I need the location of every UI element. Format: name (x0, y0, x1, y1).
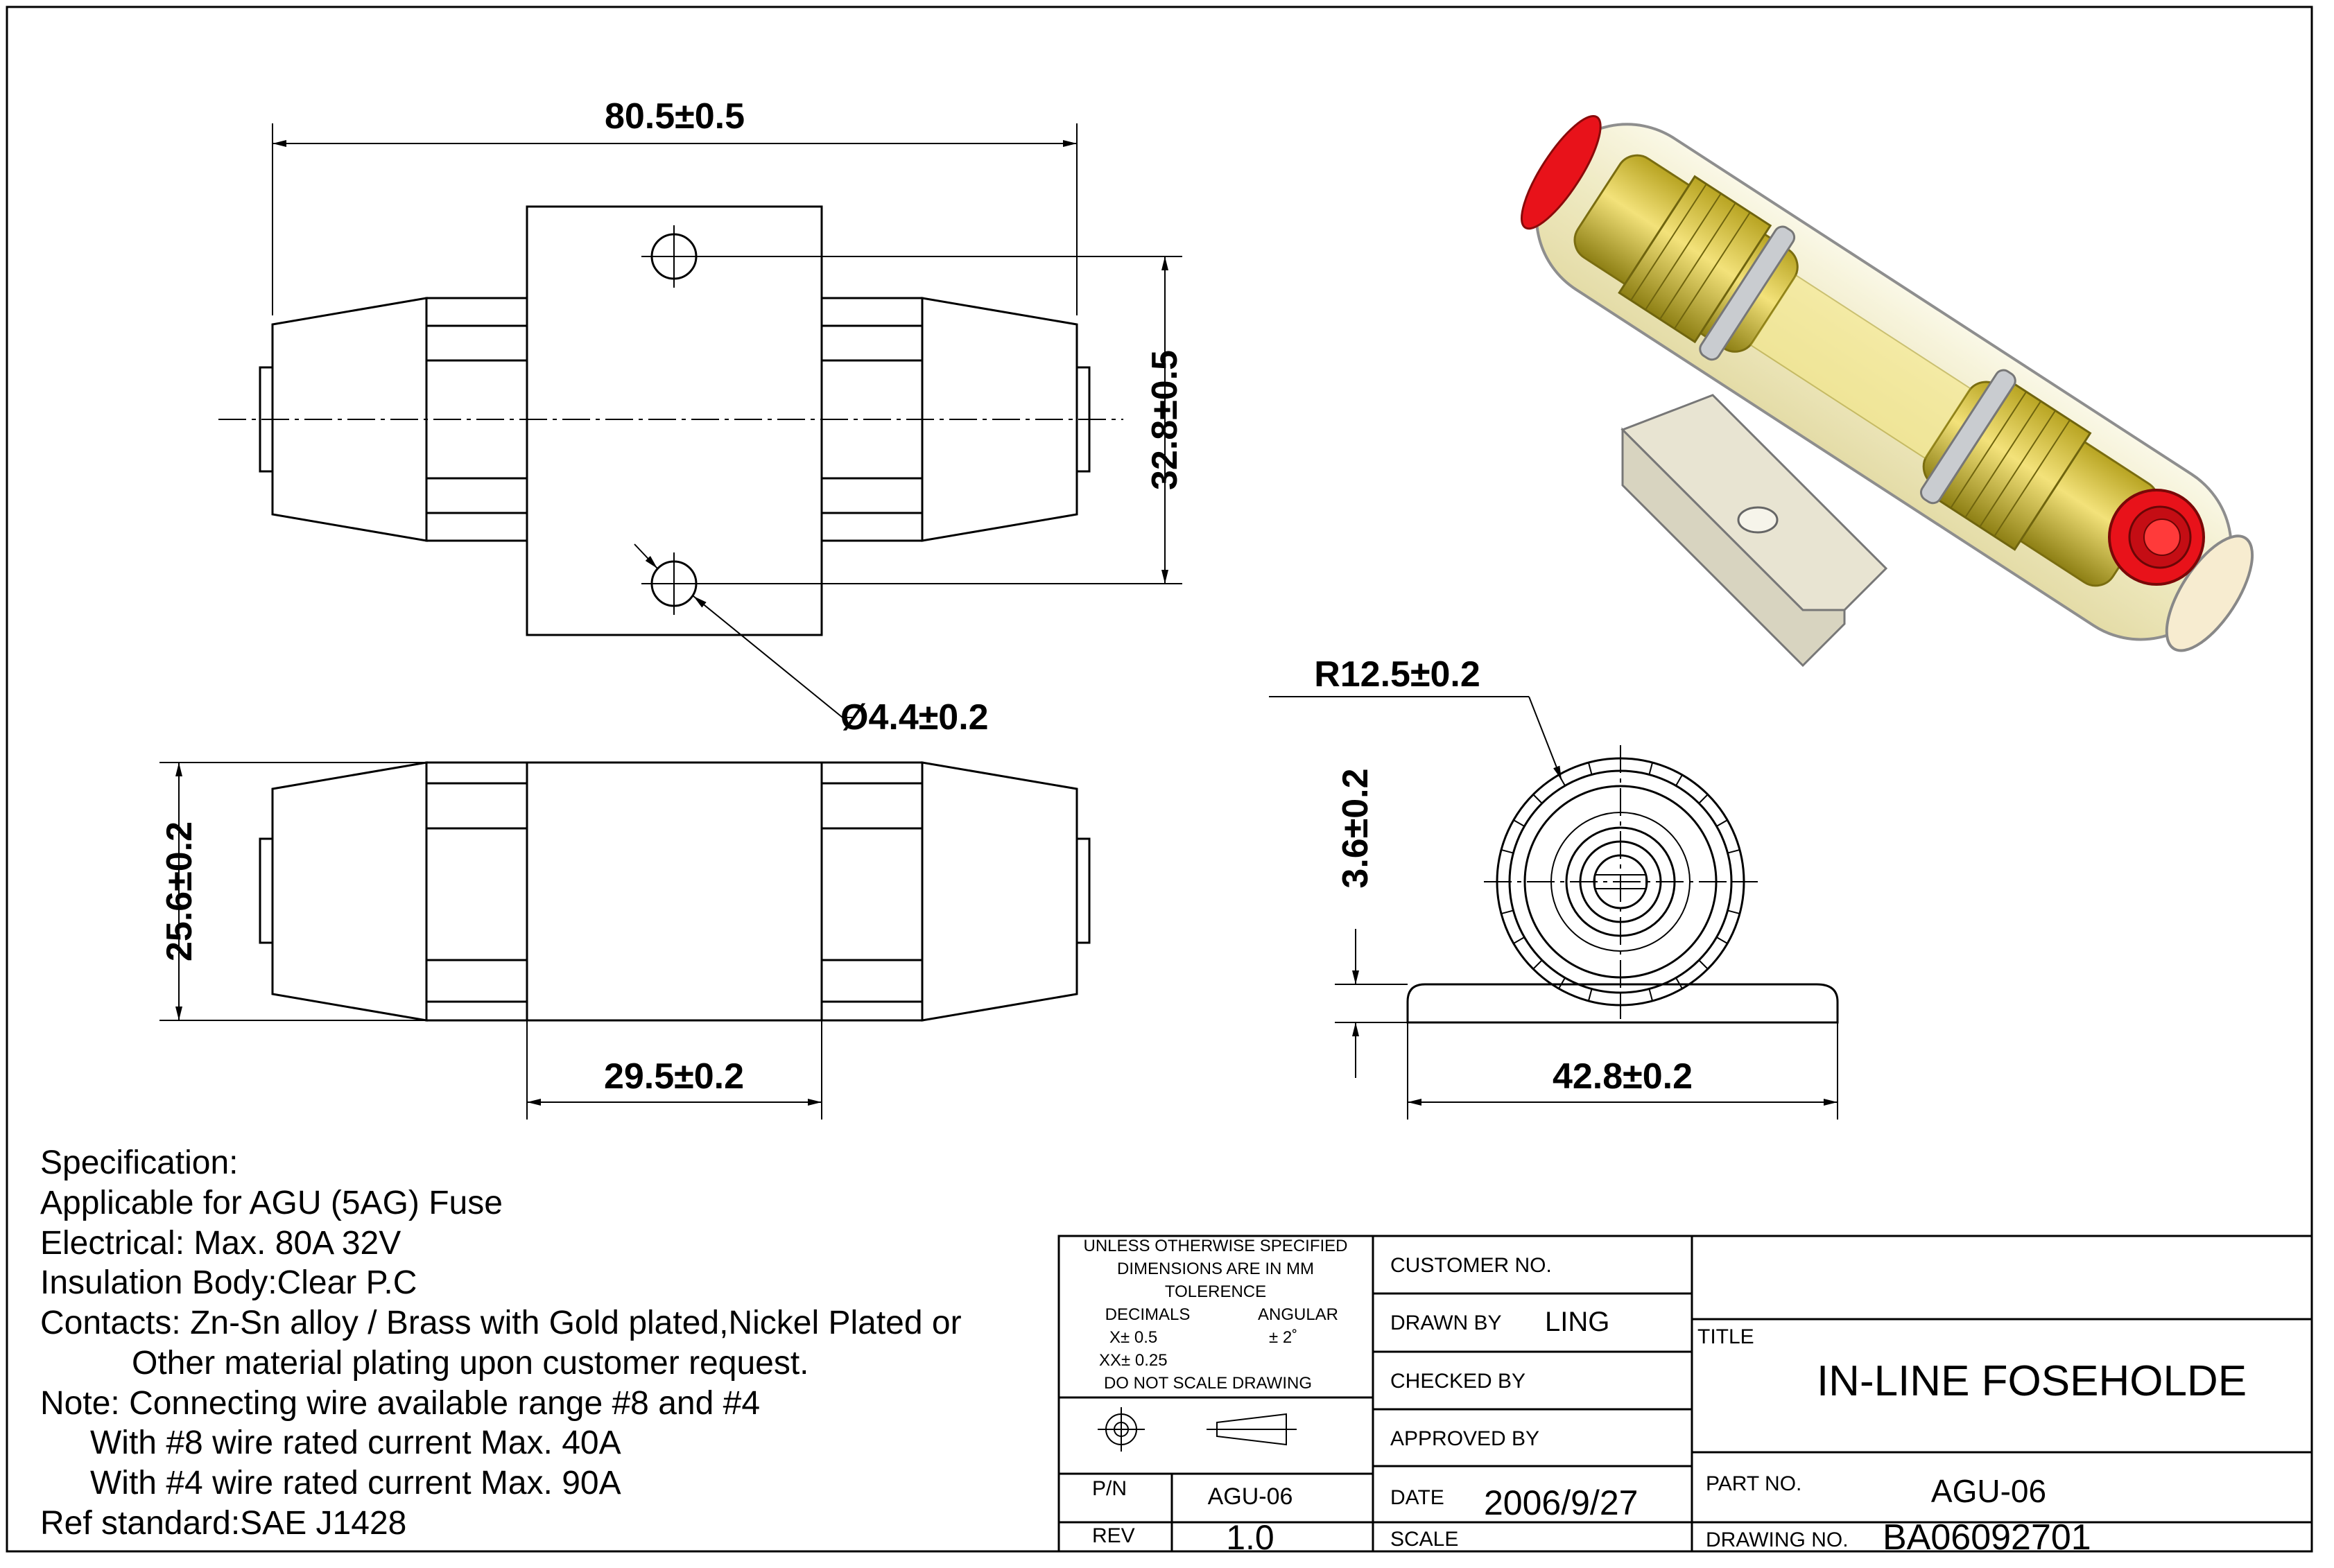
end-view-rib (1501, 848, 1514, 854)
dim-hole-spacing: 32.8±0.5 (707, 256, 1185, 584)
dim-text-body-width: 29.5±0.2 (604, 1056, 744, 1097)
part-no-label: PART NO. (1706, 1472, 1801, 1495)
end-view-rib (1727, 909, 1740, 915)
end-view-rib (1532, 959, 1543, 970)
spec-line: Contacts: Zn-Sn alloy / Brass with Gold … (40, 1305, 962, 1341)
scale-label: SCALE (1390, 1528, 1458, 1551)
spec-line: Other material plating upon customer req… (132, 1345, 809, 1382)
dim-body-width: 29.5±0.2 (526, 1020, 822, 1120)
drawing-no-label: DRAWING NO. (1706, 1528, 1849, 1551)
dim-base-thickness: 3.6±0.2 (1335, 768, 1408, 1078)
title-label: TITLE (1697, 1325, 1754, 1348)
date-label: DATE (1390, 1486, 1444, 1509)
dim-text-overall-length: 80.5±0.5 (605, 96, 745, 137)
end-view-rib (1698, 794, 1709, 804)
top-view (218, 205, 1123, 636)
spec-line: With #8 wire rated current Max. 40A (90, 1425, 621, 1461)
end-view-rib (1716, 819, 1728, 827)
spec-line: Note: Connecting wire available range #8… (40, 1385, 760, 1422)
drawing-title: IN-LINE FOSEHOLDE (1817, 1357, 2247, 1405)
side-view (259, 761, 1091, 1022)
spec-line: Electrical: Max. 80A 32V (40, 1225, 401, 1262)
no-scale-note: DO NOT SCALE DRAWING (1104, 1374, 1312, 1393)
decimals-label: DECIMALS (1105, 1305, 1191, 1324)
dim-radius: R12.5±0.2 (1269, 654, 1562, 781)
tolerance-note: UNLESS OTHERWISE SPECIFIED (1084, 1237, 1348, 1255)
end-view-rib (1532, 794, 1543, 804)
date-value: 2006/9/27 (1484, 1483, 1638, 1522)
end-view-rib (1513, 937, 1525, 944)
spec-line: Ref standard:SAE J1428 (40, 1505, 406, 1542)
angular-label: ANGULAR (1258, 1305, 1338, 1324)
part-no-value: AGU-06 (1931, 1473, 2046, 1509)
end-view-rib (1698, 959, 1709, 970)
end-view-rib (1587, 762, 1593, 775)
spec-line: Applicable for AGU (5AG) Fuse (40, 1185, 503, 1221)
isometric-render (1520, 114, 2254, 668)
tolerance-note: TOLERENCE (1165, 1282, 1266, 1301)
drawing-no-value: BA06092701 (1883, 1517, 2091, 1558)
dim-text-base-length: 42.8±0.2 (1553, 1056, 1693, 1097)
drawn-label: DRAWN BY (1390, 1312, 1502, 1334)
specification-block: Specification: Applicable for AGU (5AG) … (40, 1144, 962, 1542)
xx-tolerance: XX± 0.25 (1099, 1351, 1168, 1370)
customer-label: CUSTOMER NO. (1390, 1254, 1552, 1277)
end-view-rib (1716, 937, 1728, 944)
spec-line: Insulation Body:Clear P.C (40, 1264, 417, 1301)
end-view-rib (1513, 819, 1525, 827)
dim-body-height: 25.6±0.2 (159, 762, 527, 1021)
dim-base-length: 42.8±0.2 (1407, 1022, 1838, 1120)
end-view-rib (1675, 774, 1683, 786)
approved-label: APPROVED BY (1390, 1427, 1539, 1450)
end-view-rib (1648, 762, 1654, 775)
angular-tolerance: ± 2˚ (1269, 1328, 1297, 1347)
dim-text-hole-spacing: 32.8±0.5 (1145, 350, 1185, 490)
rev-value: 1.0 (1226, 1518, 1274, 1557)
x-tolerance: X± 0.5 (1109, 1328, 1157, 1347)
dim-hole-diameter: Ø4.4±0.2 (634, 543, 989, 738)
end-view-rib (1675, 977, 1683, 989)
pn-label: P/N (1092, 1477, 1127, 1500)
dim-text-base-thickness: 3.6±0.2 (1335, 768, 1376, 888)
end-view-rib (1558, 977, 1566, 989)
dim-text-body-height: 25.6±0.2 (159, 821, 200, 961)
dim-text-hole-diameter: Ø4.4±0.2 (840, 697, 989, 738)
end-view-rib (1727, 848, 1740, 854)
checked-label: CHECKED BY (1390, 1370, 1525, 1393)
projection-symbol-icon (1098, 1407, 1297, 1452)
dim-overall-length: 80.5±0.5 (272, 96, 1078, 315)
spec-line: With #4 wire rated current Max. 90A (90, 1465, 621, 1501)
spec-line: Specification: (40, 1144, 239, 1181)
tolerance-note: DIMENSIONS ARE IN MM (1117, 1260, 1314, 1278)
drawn-value: LING (1545, 1307, 1609, 1337)
rev-label: REV (1092, 1524, 1135, 1547)
end-view (1406, 745, 1839, 1024)
end-view-rib (1501, 909, 1514, 915)
pn-value: AGU-06 (1208, 1483, 1293, 1510)
dim-text-radius: R12.5±0.2 (1314, 654, 1480, 695)
end-view-rib (1648, 988, 1654, 1002)
title-block: UNLESS OTHERWISE SPECIFIED DIMENSIONS AR… (1057, 1235, 2313, 1558)
end-view-rib (1587, 988, 1593, 1002)
